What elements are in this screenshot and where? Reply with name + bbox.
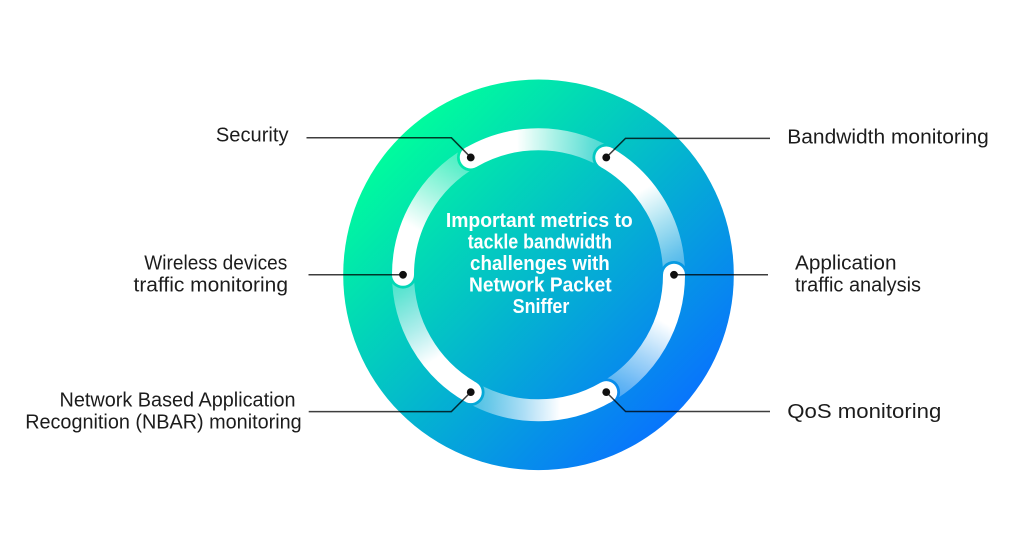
svg-text:tackle bandwidth: tackle bandwidth (468, 232, 612, 254)
svg-text:Network Based Application: Network Based Application (60, 390, 296, 412)
svg-text:traffic analysis: traffic analysis (795, 274, 921, 296)
svg-text:QoS monitoring: QoS monitoring (787, 401, 941, 423)
svg-text:Network Packet: Network Packet (469, 275, 612, 297)
svg-text:Wireless devices: Wireless devices (144, 253, 287, 275)
svg-text:Sniffer: Sniffer (513, 296, 570, 318)
svg-text:challenges with: challenges with (470, 253, 610, 275)
svg-text:Bandwidth monitoring: Bandwidth monitoring (787, 127, 989, 149)
svg-text:Security: Security (216, 124, 289, 146)
svg-text:Application: Application (795, 253, 897, 275)
svg-text:Recognition (NBAR) monitoring: Recognition (NBAR) monitoring (25, 412, 302, 434)
svg-text:Important metrics to: Important metrics to (446, 210, 633, 232)
svg-text:traffic monitoring: traffic monitoring (134, 274, 289, 296)
